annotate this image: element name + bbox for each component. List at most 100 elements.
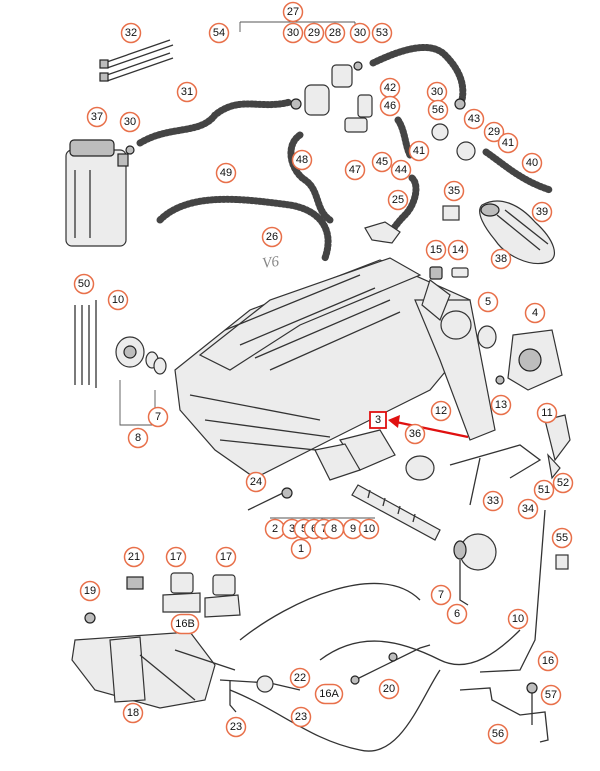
callout-circle	[446, 603, 468, 625]
callout-c33[interactable]: 33	[482, 490, 504, 512]
callout-c2[interactable]: 2	[264, 518, 286, 540]
callout-c34[interactable]: 34	[517, 498, 539, 520]
callout-c28[interactable]: 28	[324, 22, 346, 44]
callout-c21[interactable]: 21	[123, 546, 145, 568]
callout-c24[interactable]: 24	[245, 471, 267, 493]
callout-circle	[497, 132, 519, 154]
callout-c38[interactable]: 38	[490, 248, 512, 270]
callout-label: 54	[213, 27, 225, 39]
callout-c4[interactable]: 4	[524, 302, 546, 324]
callout-c43[interactable]: 43	[463, 108, 485, 130]
callout-c40[interactable]: 40	[521, 152, 543, 174]
callout-c41a[interactable]: 41	[497, 132, 519, 154]
callout-c13[interactable]: 13	[490, 394, 512, 416]
callout-c10b[interactable]: 10	[358, 518, 380, 540]
vacuum-reservoir-37	[65, 139, 129, 247]
callout-c30b[interactable]: 30	[349, 22, 371, 44]
callout-c16b[interactable]: 16B	[170, 613, 200, 635]
callout-c41b[interactable]: 41	[408, 140, 430, 162]
callout-label: 10	[512, 613, 524, 625]
callout-c51[interactable]: 51	[533, 479, 555, 501]
callout-c55[interactable]: 55	[551, 527, 573, 549]
callout-circle	[536, 402, 558, 424]
callout-c26[interactable]: 26	[261, 226, 283, 248]
callout-c54[interactable]: 54	[208, 22, 230, 44]
callout-circle	[176, 81, 198, 103]
callout-c56a[interactable]: 56	[427, 99, 449, 121]
callout-c32[interactable]: 32	[120, 22, 142, 44]
callout-c42[interactable]: 42	[379, 77, 401, 99]
callout-c30d[interactable]: 30	[119, 111, 141, 133]
flange-gaskets	[270, 429, 396, 540]
callout-c25[interactable]: 25	[387, 189, 409, 211]
callout-c36[interactable]: 36	[404, 423, 426, 445]
callout-label: 31	[181, 86, 193, 98]
callout-circle	[86, 106, 108, 128]
callout-circle	[521, 152, 543, 174]
callout-c30c[interactable]: 30	[426, 81, 448, 103]
callout-c17a[interactable]: 17	[165, 546, 187, 568]
callout-c29a[interactable]: 29	[303, 22, 325, 44]
callout-c49[interactable]: 49	[215, 162, 237, 184]
callout-c22[interactable]: 22	[289, 667, 311, 689]
callout-circle	[404, 423, 426, 445]
callout-circle	[122, 702, 144, 724]
callout-c23b[interactable]: 23	[225, 716, 247, 738]
callout-c7a[interactable]: 7	[147, 406, 169, 428]
callout-c7c[interactable]: 7	[430, 584, 452, 606]
callout-c14[interactable]: 14	[447, 239, 469, 261]
callout-circle	[127, 427, 149, 449]
callout-c46[interactable]: 46	[379, 95, 401, 117]
callout-label: 34	[522, 503, 534, 515]
callout-label: 48	[296, 154, 308, 166]
callout-c16[interactable]: 16	[537, 650, 559, 672]
callout-c8[interactable]: 8	[127, 427, 149, 449]
cables	[219, 509, 546, 752]
callout-c48[interactable]: 48	[291, 149, 313, 171]
callout-circle	[463, 108, 485, 130]
callout-circle	[487, 723, 509, 745]
callout-c44[interactable]: 44	[390, 159, 412, 181]
callout-c31[interactable]: 31	[176, 81, 198, 103]
callout-c50[interactable]: 50	[73, 273, 95, 295]
callout-c37[interactable]: 37	[86, 106, 108, 128]
callout-c10c[interactable]: 10	[507, 608, 529, 630]
valves-top	[125, 61, 476, 161]
callout-c6c[interactable]: 6	[446, 603, 468, 625]
callout-c16a[interactable]: 16A	[314, 683, 344, 705]
callout-c45[interactable]: 45	[371, 151, 393, 173]
highlighted-callout-3[interactable]: 3	[369, 411, 387, 429]
callout-c10a[interactable]: 10	[107, 289, 129, 311]
callout-c47[interactable]: 47	[344, 159, 366, 181]
callout-label: 18	[127, 707, 139, 719]
callout-c30a[interactable]: 30	[282, 22, 304, 44]
callout-c53[interactable]: 53	[371, 22, 393, 44]
callout-label: 17	[170, 551, 182, 563]
callout-c57[interactable]: 57	[540, 684, 562, 706]
callout-c29b[interactable]: 29	[483, 121, 505, 143]
callout-label: 38	[495, 253, 507, 265]
callout-c1[interactable]: 1	[290, 538, 312, 560]
callout-c18[interactable]: 18	[122, 702, 144, 724]
callout-label: 51	[538, 484, 550, 496]
callout-c5[interactable]: 5	[477, 291, 499, 313]
callout-c8b[interactable]: 8	[323, 518, 345, 540]
callout-label: 49	[220, 167, 232, 179]
callout-label: 16B	[175, 618, 195, 630]
callout-c19[interactable]: 19	[79, 580, 101, 602]
callout-c23a[interactable]: 23	[290, 706, 312, 728]
callout-c17b[interactable]: 17	[215, 546, 237, 568]
callout-c52[interactable]: 52	[552, 472, 574, 494]
callout-circle	[289, 667, 311, 689]
callout-c56b[interactable]: 56	[487, 723, 509, 745]
callout-c39[interactable]: 39	[531, 201, 553, 223]
callout-c20[interactable]: 20	[378, 678, 400, 700]
connector-25	[364, 221, 401, 244]
callout-c27[interactable]: 27	[282, 1, 304, 23]
callout-label: 15	[430, 244, 442, 256]
callout-c15[interactable]: 15	[425, 239, 447, 261]
callout-c12[interactable]: 12	[430, 400, 452, 422]
callout-c35[interactable]: 35	[443, 180, 465, 202]
callout-c11[interactable]: 11	[536, 402, 558, 424]
